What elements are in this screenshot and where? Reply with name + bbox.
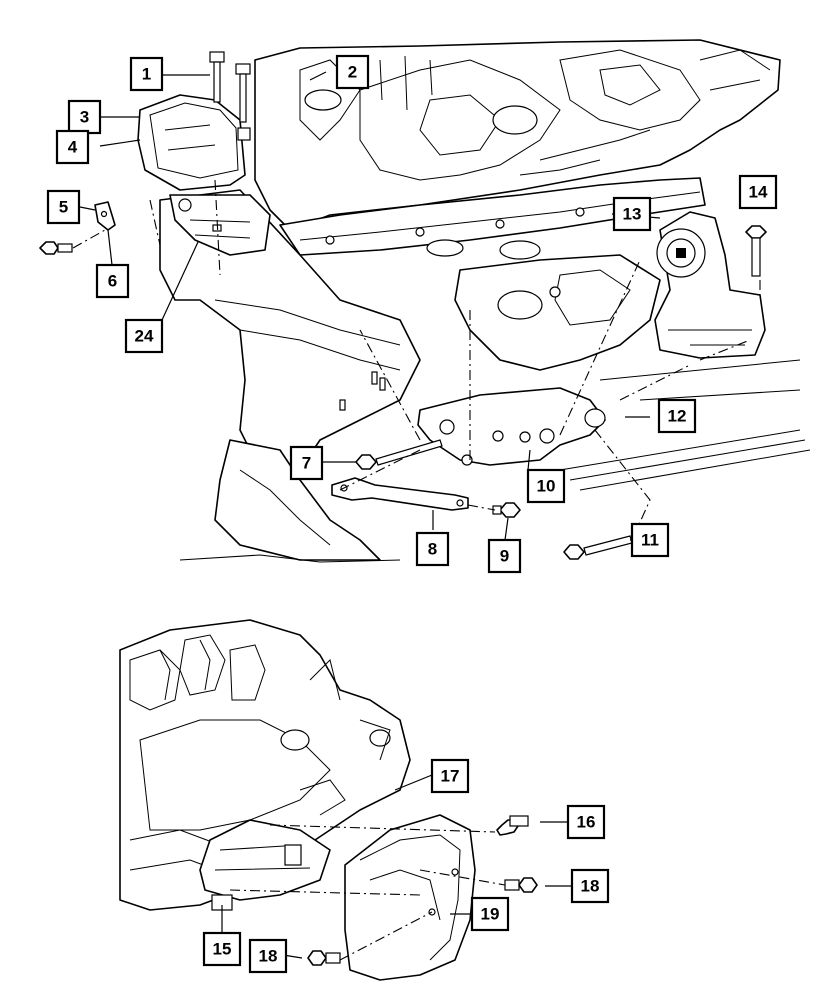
svg-text:24: 24 [135,327,154,346]
callout-10: 10 [526,468,566,504]
svg-text:18: 18 [259,947,278,966]
callouts: 1 2 3 4 5 6 24 13 [46,54,778,974]
rear-mount-bracket [417,387,606,466]
callout-18-left: 18 [248,938,288,974]
svg-text:17: 17 [441,767,460,786]
callout-19: 19 [470,896,510,932]
leader-lines-lower [221,774,572,959]
bolt-left [39,241,73,255]
lower-engine-mount-assembly [119,619,572,981]
callout-17: 17 [430,758,470,794]
bolt-small [492,502,521,518]
engine-block-lower-illustration [119,619,411,911]
callout-18-right: 18 [570,868,610,904]
svg-text:1: 1 [142,65,151,84]
svg-text:18: 18 [581,877,600,896]
callout-12: 12 [657,398,697,434]
callout-3: 3 [67,99,102,135]
callout-5: 5 [46,189,81,225]
torque-strut [331,477,469,511]
bolt-18-right [504,877,538,893]
right-engine-mount [654,211,766,359]
dashed-phantom-lines-lower [229,824,506,961]
heat-shield-cover [344,814,476,981]
svg-text:2: 2 [348,63,357,82]
svg-text:6: 6 [108,272,117,291]
callout-1: 1 [129,56,164,92]
left-engine-mount [137,94,246,191]
svg-text:13: 13 [623,205,642,224]
svg-text:15: 15 [213,940,232,959]
floor-rail-illustration [559,359,811,491]
svg-text:4: 4 [68,138,78,157]
svg-text:9: 9 [500,547,509,566]
long-bolt [355,439,443,470]
svg-text:14: 14 [749,183,768,202]
svg-text:10: 10 [537,477,556,496]
callout-7: 7 [289,445,324,481]
bolt-vertical-right [745,225,767,277]
callout-15: 15 [202,931,242,967]
svg-text:5: 5 [59,198,68,217]
callout-24: 24 [124,318,164,354]
svg-text:8: 8 [428,540,437,559]
mount-bolts-upper [209,51,251,141]
callout-8: 8 [415,531,450,567]
callout-4: 4 [55,129,90,165]
lower-mount-bracket [199,819,331,911]
long-bolt-lower [563,535,633,560]
callout-11: 11 [630,522,670,558]
svg-text:11: 11 [641,531,659,550]
callout-6: 6 [95,263,130,299]
bolt-16 [496,815,529,836]
svg-text:3: 3 [80,108,89,127]
callout-2: 2 [335,54,370,90]
upper-engine-mount-assembly [39,39,811,563]
svg-text:16: 16 [577,813,596,832]
svg-text:19: 19 [481,905,500,924]
svg-text:12: 12 [668,407,687,426]
callout-13: 13 [612,196,652,232]
callout-16: 16 [566,804,606,840]
bracket-tab [94,201,116,231]
svg-text:7: 7 [302,454,311,473]
transmission-illustration [454,254,661,371]
callout-9: 9 [487,538,522,574]
callout-14: 14 [738,174,778,210]
dashed-phantom-lines-upper [72,179,761,541]
bolt-18-left [307,950,341,966]
